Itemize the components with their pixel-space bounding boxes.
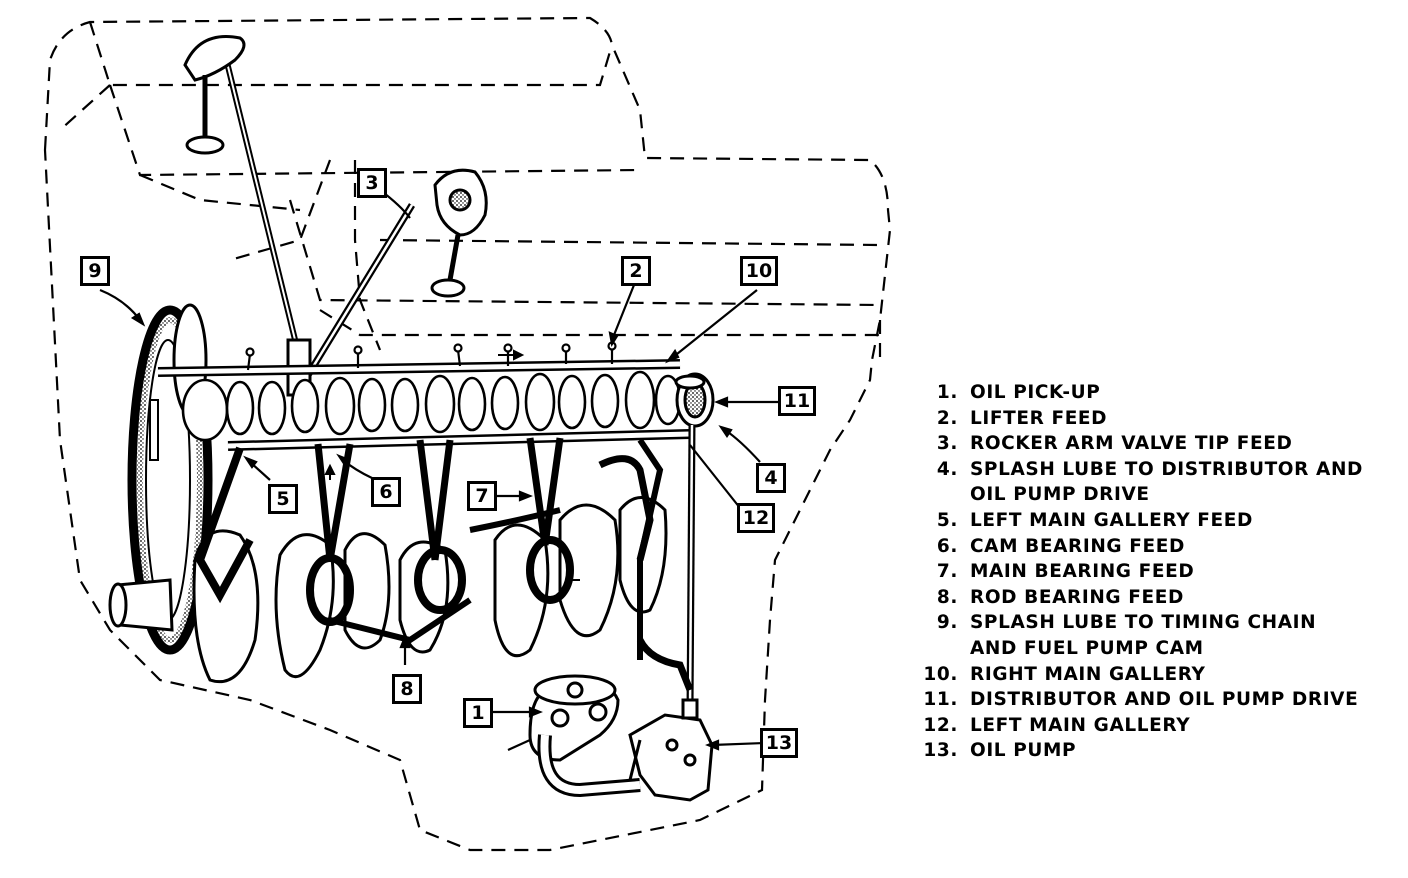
legend-text: DISTRIBUTOR AND OIL PUMP DRIVE [970,689,1359,711]
legend-item: 2. LIFTER FEED [914,406,1384,432]
rocker-arm-2 [430,168,488,298]
callout-12: 12 [737,503,775,533]
legend-text: AND FUEL PUMP CAM [970,637,1204,659]
callout-10: 10 [740,256,778,286]
distributor-gear [674,372,715,428]
legend-item: 9. SPLASH LUBE TO TIMING CHAIN [914,610,1384,636]
legend-number: 6. [936,535,958,557]
legend-number: 7. [936,561,958,583]
callout-11: 11 [778,386,816,416]
legend-item: 10. RIGHT MAIN GALLERY [914,662,1384,688]
legend-text: SPLASH LUBE TO DISTRIBUTOR AND [970,458,1363,480]
legend-text: OIL PUMP DRIVE [970,484,1150,506]
legend: 1. OIL PICK-UP 2. LIFTER FEED 3. ROCKER ARM V… [914,380,1384,764]
oil-pickup [528,674,641,798]
callout-7: 7 [467,481,497,511]
legend-text: CAM BEARING FEED [970,535,1185,557]
legend-text: LEFT MAIN GALLERY FEED [970,509,1253,531]
legend-number: 10. [923,663,958,685]
distributor-drive-shaft [686,424,696,711]
legend-text: ROCKER ARM VALVE TIP FEED [970,433,1293,455]
legend-number: 2. [936,407,958,429]
callout-5: 5 [268,484,298,514]
pushrods [219,41,415,397]
legend-number: 3. [936,433,958,455]
legend-text: MAIN BEARING FEED [970,561,1195,583]
legend-item: 7. MAIN BEARING FEED [914,559,1384,585]
legend-number: 5. [936,509,958,531]
legend-text: ROD BEARING FEED [970,586,1184,608]
callout-3: 3 [357,168,387,198]
camshaft [181,370,682,442]
legend-number: 13. [923,740,958,762]
callout-13: 13 [760,728,798,758]
legend-text: RIGHT MAIN GALLERY [970,663,1206,685]
legend-number: 12. [923,714,958,736]
feed-tubes [195,437,664,660]
legend-item: 1. OIL PICK-UP [914,380,1384,406]
callout-6: 6 [371,477,401,507]
legend-item: OIL PUMP DRIVE [914,482,1384,508]
callout-8: 8 [392,674,422,704]
pump-feed-pipe [636,638,694,692]
legend-item: 6. CAM BEARING FEED [914,534,1384,560]
rocker-arm-1 [183,35,246,155]
legend-item: 4. SPLASH LUBE TO DISTRIBUTOR AND [914,457,1384,483]
callout-9: 9 [80,256,110,286]
legend-text: LIFTER FEED [970,407,1108,429]
legend-item: 5. LEFT MAIN GALLERY FEED [914,508,1384,534]
legend-item: 13. OIL PUMP [914,738,1384,764]
legend-number: 4. [936,458,958,480]
left-main-gallery [227,429,691,451]
legend-item: AND FUEL PUMP CAM [914,636,1384,662]
legend-item: 11. DISTRIBUTOR AND OIL PUMP DRIVE [914,687,1384,713]
legend-text: SPLASH LUBE TO TIMING CHAIN [970,612,1317,634]
callout-1: 1 [463,698,493,728]
legend-number: 8. [936,586,958,608]
timing-chain [127,303,213,655]
legend-text: OIL PUMP [970,740,1077,762]
legend-item: 12. LEFT MAIN GALLERY [914,713,1384,739]
legend-item: 8. ROD BEARING FEED [914,585,1384,611]
legend-text: LEFT MAIN GALLERY [970,714,1191,736]
engine-block-outline [43,16,892,852]
oil-pump [628,698,714,802]
flow-arrows [324,349,580,581]
lifter-feed-nipples [245,341,617,371]
legend-number: 9. [936,612,958,634]
callout-2: 2 [621,256,651,286]
legend-number: 11. [923,689,958,711]
right-main-gallery [157,359,681,377]
crankshaft-nose [108,578,174,632]
legend-text: OIL PICK-UP [970,382,1101,403]
callout-4: 4 [756,463,786,493]
legend-item: 3. ROCKER ARM VALVE TIP FEED [914,431,1384,457]
legend-number: 1. [936,382,958,403]
